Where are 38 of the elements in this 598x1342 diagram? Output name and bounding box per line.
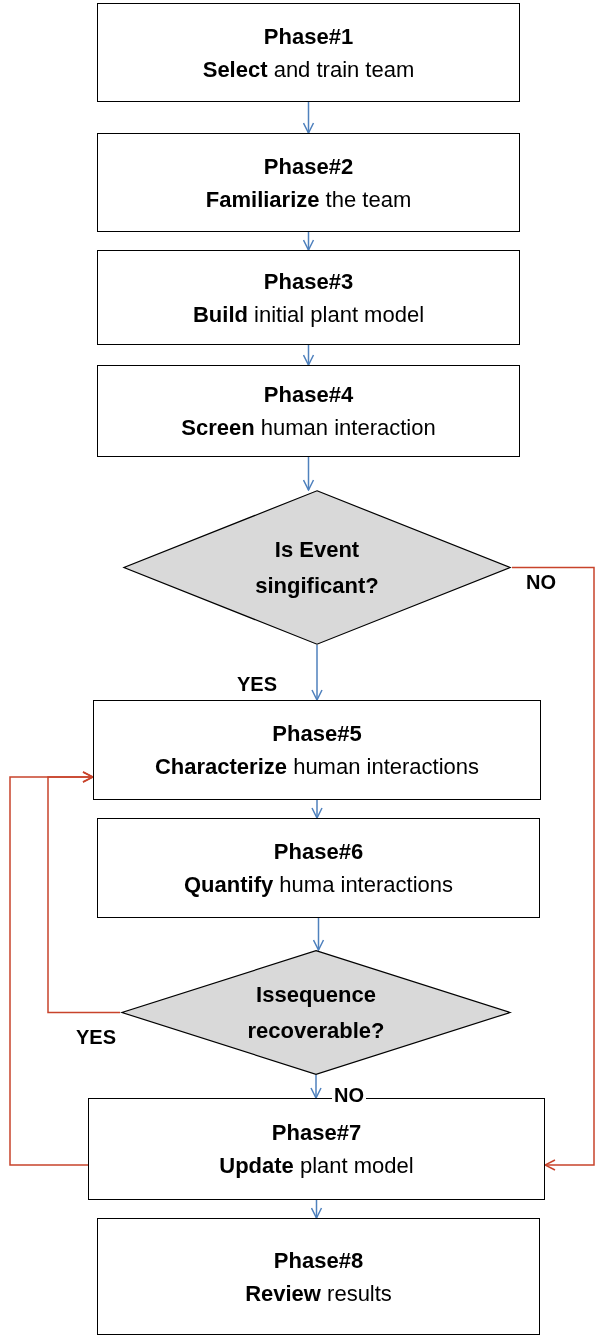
phase-title: Phase#7: [271, 1119, 362, 1147]
phase-title: Phase#6: [273, 838, 364, 866]
phase-description: Characterize human interactions: [154, 753, 480, 781]
process-box: [97, 818, 540, 918]
decision-text: Issequence recoverable?: [246, 981, 386, 1045]
arrow: [302, 456, 315, 491]
arrow: [302, 101, 315, 134]
phase-title: Phase#8: [273, 1246, 364, 1275]
decision-text: Is Event singificant?: [254, 536, 380, 600]
phase-title: Phase#1: [263, 22, 354, 51]
process-box: [97, 3, 520, 102]
phase-description: Quantify huma interactions: [184, 871, 453, 899]
arrow: [310, 1074, 322, 1099]
decision-diamond: [122, 490, 512, 645]
process-box: [97, 365, 520, 457]
arrow: [312, 917, 325, 951]
phase-description: Update plant model: [219, 1152, 414, 1180]
arrow: [511, 566, 595, 1171]
phase-title: Phase#5: [272, 720, 362, 748]
process-box: [97, 133, 520, 232]
process-box: [97, 1218, 540, 1335]
arrow: [310, 1199, 323, 1219]
arrow: [302, 231, 315, 251]
arrow: [311, 644, 323, 701]
phase-title: Phase#2: [263, 152, 354, 181]
phase-title: Phase#3: [263, 267, 354, 296]
arrow: [311, 799, 323, 819]
phase-description: Familiarize the team: [205, 185, 412, 214]
decision-diamond: [120, 950, 512, 1075]
phase-title: Phase#4: [263, 381, 354, 409]
phase-description: Screen human interaction: [181, 414, 436, 442]
phase-description: Select and train team: [202, 55, 415, 84]
process-box: [97, 250, 520, 345]
process-box: [93, 700, 541, 800]
phase-description: Review results: [245, 1279, 392, 1308]
arrow: [9, 771, 94, 1166]
phase-description: Build initial plant model: [192, 300, 425, 329]
arrow: [302, 344, 315, 366]
